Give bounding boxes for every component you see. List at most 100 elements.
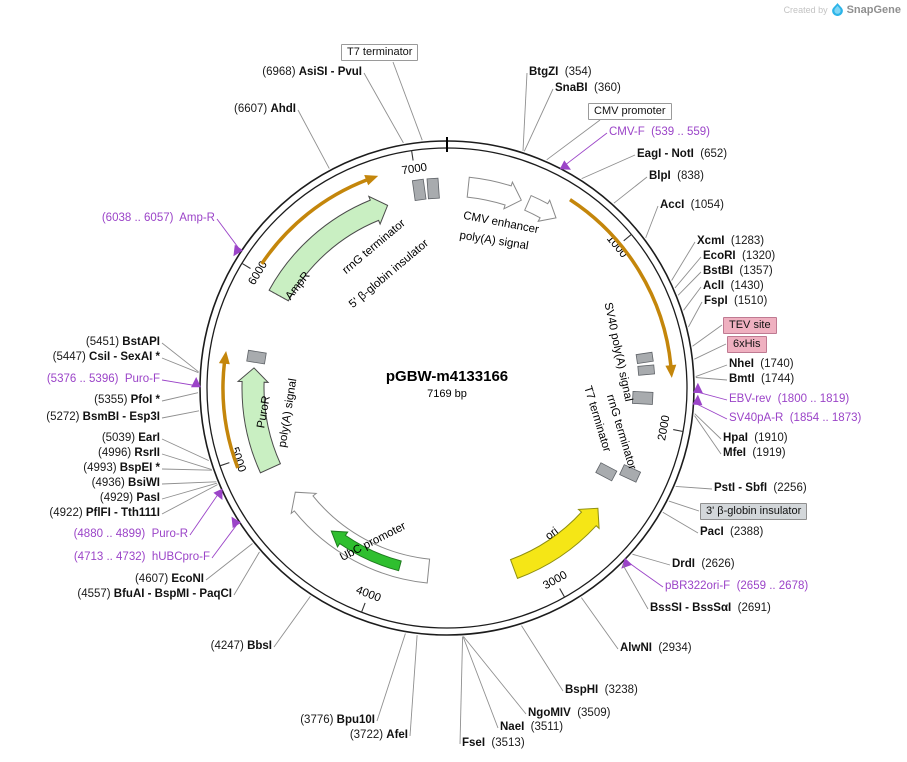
leader-line: [463, 636, 527, 715]
feature-arrow-cmv-promoter: [524, 194, 557, 222]
tick-mark: [241, 262, 251, 269]
tick-mark: [673, 429, 684, 433]
feature-box: [637, 364, 656, 376]
orf-arc: [260, 178, 368, 265]
leader-line: [376, 633, 406, 722]
orf-arc: [221, 362, 240, 469]
feature-arrow-ampr: [268, 195, 389, 302]
leader-line: [695, 391, 728, 401]
tick-label: 7000: [401, 162, 428, 178]
leader-line: [392, 61, 423, 141]
leader-line: [692, 324, 723, 347]
tick-label: 2000: [656, 414, 672, 441]
feature-name: 5' β-globin insulator: [347, 237, 431, 310]
tick-mark: [360, 602, 366, 613]
leader-line: [363, 72, 404, 144]
leader-line: [522, 72, 528, 151]
tick-mark: [623, 233, 632, 242]
plasmid-size: 7169 bp: [427, 388, 467, 400]
feature-box: [411, 178, 427, 202]
feature-name: poly(A) signal: [459, 230, 530, 253]
leader-line: [668, 500, 700, 512]
leader-line: [694, 413, 722, 440]
leader-line: [581, 597, 619, 650]
leader-line: [216, 218, 241, 251]
feature-box: [631, 390, 654, 405]
leader-line: [161, 392, 199, 402]
leader-line: [409, 635, 418, 737]
primer-mark: [693, 382, 703, 394]
leader-line: [546, 119, 601, 161]
feature-arrow-cmv-enhancer: [466, 176, 522, 210]
primer-mark: [233, 244, 244, 257]
feature-arrow-ubc-core: [330, 530, 402, 572]
leader-line: [645, 205, 659, 239]
feature-name: PuroR: [255, 395, 272, 429]
leader-line: [161, 438, 209, 462]
orf-arc: [569, 198, 673, 367]
watermark-brand: SnapGene: [846, 3, 901, 16]
leader-line: [211, 522, 239, 559]
orf-arc-arrowhead: [218, 351, 230, 365]
tick-label: 3000: [541, 569, 569, 592]
feature-box: [635, 351, 654, 365]
feature-arrow-puror: [236, 367, 282, 474]
leader-line: [613, 176, 648, 204]
leader-line: [622, 564, 649, 610]
tick-mark: [411, 150, 414, 161]
primer-mark: [692, 394, 703, 406]
leader-line: [161, 482, 218, 500]
primer-mark: [231, 516, 242, 529]
snapgene-logo-icon: [831, 3, 843, 16]
leader-line: [675, 485, 713, 490]
leader-line: [161, 379, 199, 387]
tick-mark: [219, 462, 230, 467]
feature-name: rrnG terminator: [604, 393, 638, 471]
feature-name: poly(A) signal: [277, 378, 300, 449]
tick-label: 4000: [354, 584, 382, 604]
leader-line: [462, 636, 499, 729]
leader-line: [688, 301, 703, 328]
leader-line: [297, 109, 330, 169]
tick-label: 6000: [246, 259, 270, 287]
leader-line: [662, 511, 699, 534]
leader-line: [233, 551, 260, 596]
tick-label: 1000: [604, 233, 630, 260]
leader-line: [695, 377, 728, 381]
plasmid-name: pGBW-m4133166: [385, 368, 509, 385]
leader-line: [695, 364, 728, 378]
feature-box: [595, 462, 618, 482]
tick-mark: [559, 588, 566, 598]
leader-line: [161, 357, 199, 374]
plasmid-title-block: pGBW-m4133166 7169 bp: [317, 368, 577, 400]
primer-mark: [191, 377, 201, 388]
leader-line: [674, 256, 702, 289]
feature-arrow-ubc-promoter: [290, 491, 431, 584]
leader-line: [683, 286, 702, 311]
feature-box: [246, 349, 267, 365]
leader-line: [561, 132, 608, 168]
watermark-created-by: Created by: [783, 4, 828, 15]
leader-line: [581, 154, 636, 180]
leader-line: [521, 625, 564, 692]
leader-line: [189, 490, 221, 536]
leader-line: [523, 88, 554, 152]
leader-line: [273, 595, 311, 648]
leader-line: [161, 468, 213, 471]
leader-line: [161, 484, 218, 515]
feature-box: [619, 464, 642, 483]
snapgene-watermark: Created by SnapGene: [784, 3, 901, 16]
feature-arrow-ori: [509, 507, 600, 580]
leader-line: [671, 241, 696, 281]
leader-line: [205, 543, 253, 581]
leader-line: [694, 343, 727, 360]
leader-line: [161, 410, 200, 419]
leader-line: [694, 415, 722, 455]
leader-line: [161, 481, 217, 485]
feature-box: [426, 177, 440, 200]
leader-line: [695, 402, 728, 420]
leader-line: [161, 342, 199, 373]
orf-arc-arrowhead: [665, 364, 677, 378]
